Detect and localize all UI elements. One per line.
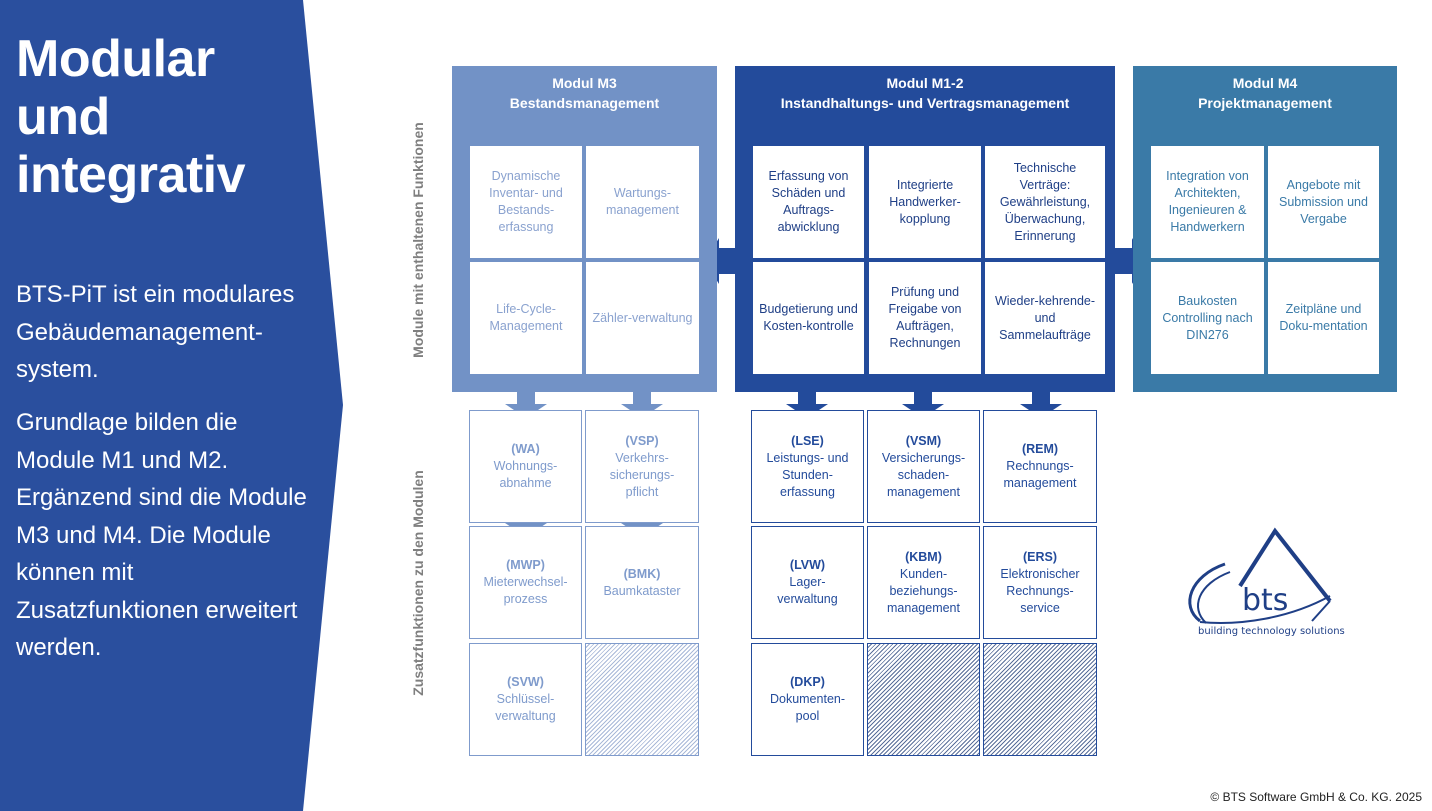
- addon-ers: (ERS) Elektronischer Rechnungs-service: [983, 526, 1097, 639]
- arrow-down-icon: [505, 392, 547, 418]
- m3-function-cell: Life-Cycle-Management: [470, 262, 582, 374]
- sidebar-background: [0, 0, 343, 811]
- description-paragraph: Grundlage bilden die Module M1 und M2. E…: [16, 409, 307, 661]
- empty-hatched-cell: [585, 643, 699, 756]
- m3-function-cell: Wartungs-management: [586, 146, 699, 258]
- modules-vertical-label: Module mit enthaltenen Funktionen: [410, 122, 426, 358]
- m12-function-cell: Erfassung von Schäden und Auftrags-abwic…: [753, 146, 864, 258]
- m12-function-cell: Prüfung und Freigabe von Aufträgen, Rech…: [869, 262, 981, 374]
- logo-mark-icon: bts building technology solutions: [1188, 527, 1345, 637]
- m4-function-cell: Zeitpläne und Doku-mentation: [1268, 262, 1379, 374]
- module-m1-2-title: Modul M1-2 Instandhaltungs- und Vertrags…: [780, 75, 1070, 111]
- empty-hatched-cell: [867, 643, 980, 756]
- left-sidebar: Modular und integrativ BTS-PiT ist ein m…: [0, 0, 345, 811]
- addon-kbm: (KBM) Kunden-beziehungs-management: [867, 526, 980, 639]
- m3-function-cell: Zähler-verwaltung: [586, 262, 699, 374]
- copyright-text: © BTS Software GmbH & Co. KG. 2025: [1210, 790, 1422, 804]
- addon-lvw: (LVW) Lager-verwaltung: [751, 526, 864, 639]
- logo-tagline: building technology solutions: [1198, 626, 1345, 637]
- m4-function-cell: Integration von Architekten, Ingenieuren…: [1151, 146, 1264, 258]
- addon-wa: (WA) Wohnungs-abnahme: [469, 410, 582, 523]
- m4-function-cell: Baukosten Controlling nach DIN276: [1151, 262, 1264, 374]
- arrow-down-icon: [902, 392, 944, 418]
- arrow-down-icon: [786, 392, 828, 418]
- page-title: Modular und integrativ: [16, 30, 246, 204]
- intro-paragraph: BTS-PiT ist ein modulares Gebäudemanagem…: [16, 281, 295, 383]
- addon-vsm: (VSM) Versicherungs-schaden-management: [867, 410, 980, 523]
- m12-function-cell: Integrierte Handwerker-kopplung: [869, 146, 981, 258]
- addon-dkp: (DKP) Dokumenten-pool: [751, 643, 864, 756]
- addon-mwp: (MWP) Mieterwechsel-prozess: [469, 526, 582, 639]
- bts-logo: bts building technology solutions: [1180, 526, 1350, 641]
- addon-vsp: (VSP) Verkehrs-sicherungs-pflicht: [585, 410, 699, 523]
- logo-wordmark: bts: [1242, 583, 1288, 618]
- arrow-down-icon: [1020, 392, 1062, 418]
- arrow-down-icon: [621, 392, 663, 418]
- module-m3-title: Modul M3 Bestandsmanagement: [509, 75, 660, 111]
- m4-function-cell: Angebote mit Submission und Vergabe: [1268, 146, 1379, 258]
- addons-vertical-label: Zusatzfunktionen zu den Modulen: [410, 470, 426, 696]
- m12-function-cell: Technische Verträge: Gewährleistung, Übe…: [985, 146, 1105, 258]
- addon-bmk: (BMK) Baumkataster: [585, 526, 699, 639]
- addon-svw: (SVW) Schlüssel-verwaltung: [469, 643, 582, 756]
- empty-hatched-cell: [983, 643, 1097, 756]
- m12-function-cell: Budgetierung und Kosten-kontrolle: [753, 262, 864, 374]
- module-m4-title: Modul M4 Projektmanagement: [1198, 75, 1332, 111]
- m3-function-cell: Dynamische Inventar- und Bestands-erfass…: [470, 146, 582, 258]
- addon-rem: (REM) Rechnungs-management: [983, 410, 1097, 523]
- addon-lse: (LSE) Leistungs- und Stunden-erfassung: [751, 410, 864, 523]
- m12-function-cell: Wieder-kehrende- und Sammelaufträge: [985, 262, 1105, 374]
